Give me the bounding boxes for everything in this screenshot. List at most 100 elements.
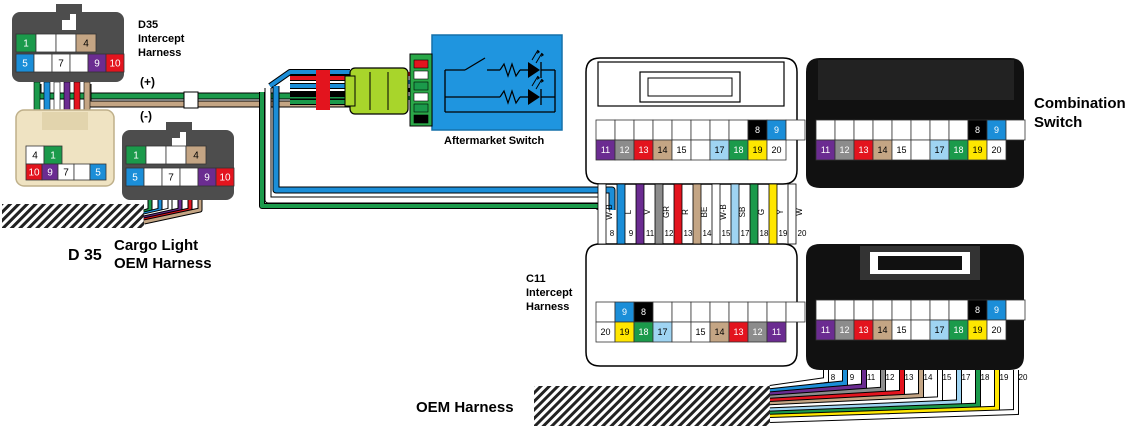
d35-jumper-wire (43, 81, 51, 113)
oem-harness-sleeve (534, 386, 770, 426)
c11a-pins-pin-number: 13 (638, 145, 648, 155)
d35c-pin-number: 4 (32, 151, 38, 162)
d35-jumper-wire (73, 81, 81, 113)
cs2-pins-pin: 13 (853, 319, 874, 341)
c11b-pin-number: 17 (657, 327, 667, 337)
d35b-pin-number: 9 (204, 173, 210, 184)
d35b-pin-number: 5 (132, 173, 138, 184)
cs2-pins-pin (853, 299, 874, 321)
wire-number: 20 (798, 229, 807, 238)
c11b-pin-number: 12 (752, 327, 762, 337)
cs2-pins-pin: 20 (986, 319, 1007, 341)
cs2-pins-pin-number: 20 (991, 325, 1001, 335)
d35b-pin (143, 167, 163, 187)
cs1-pins-pin: 9 (986, 119, 1007, 141)
c11a-pins-pin (614, 119, 635, 141)
d35a-pin (55, 33, 77, 53)
d35c-pin-number: 7 (63, 168, 69, 179)
d35c-pin-number: 9 (47, 168, 53, 179)
c11b-pin: 19 (614, 321, 635, 343)
green-route (260, 92, 600, 208)
d35-jumper-wire (63, 81, 71, 113)
c11-wire: W-B15 (711, 183, 731, 245)
c11a-pins-pin-number: 9 (774, 125, 779, 135)
cs2-pins-pin-number: 8 (975, 305, 980, 315)
c11b-pin (785, 301, 806, 323)
cs2-pins-pin-number: 12 (839, 325, 849, 335)
oem-wire: 14 (769, 370, 933, 407)
c11a-pins-pin (728, 119, 749, 141)
cs1-pins-pin (853, 119, 874, 141)
d35a-pin: 10 (105, 53, 125, 73)
c11b-pin: 18 (633, 321, 654, 343)
d35a-pin: 9 (87, 53, 107, 73)
d35a-pin-number: 10 (109, 59, 121, 70)
d35a-pin (69, 53, 89, 73)
d35a-pin: 4 (75, 33, 97, 53)
cs2-pins-pin: 9 (986, 299, 1007, 321)
cs1-pins-pin-number: 9 (994, 125, 999, 135)
oem-wire: 12 (769, 370, 895, 401)
d35-oem-harness-sleeve (2, 204, 144, 228)
combination-switch-label-2: Switch (1034, 114, 1082, 131)
cargo-light-label-1: Cargo Light (114, 237, 198, 254)
cs1-pins-pin-number: 19 (972, 145, 982, 155)
cs1-pins-pin (891, 119, 912, 141)
c11a-pins-pin: 19 (747, 139, 768, 161)
splice (183, 91, 199, 109)
d35b-pin (165, 145, 187, 165)
c11b-pin: 12 (747, 321, 768, 343)
d35-intercept-label-3: Harness (138, 47, 181, 59)
oem-wire-number: 14 (924, 373, 933, 382)
c11b-pin: 14 (709, 321, 730, 343)
d35c-pin: 4 (25, 145, 45, 165)
c11-wire: V11 (635, 183, 655, 245)
wire-code: W-B (719, 204, 728, 219)
c11b-pin (595, 301, 616, 323)
c11a-pins-pin-number: 20 (771, 145, 781, 155)
oem-wire: 17 (769, 370, 971, 414)
cs2-pins-pin (815, 299, 836, 321)
oem-wire-number: 13 (905, 373, 914, 382)
c11a-pins-pin-number: 17 (714, 145, 724, 155)
c11a-pins-pin (671, 119, 692, 141)
cs1-pins-pin-number: 13 (858, 145, 868, 155)
oem-wire-number: 9 (850, 373, 855, 382)
cs1-pins-pin: 20 (986, 139, 1007, 161)
c11a-pins-pin (595, 119, 616, 141)
c11a-pins-pin (709, 119, 730, 141)
d35b-pin: 9 (197, 167, 217, 187)
c11-label-1: C11 (526, 273, 546, 285)
c11b-pin-number: 14 (714, 327, 724, 337)
cs1-pins-pin: 11 (815, 139, 836, 161)
oem-wire-number: 17 (962, 373, 971, 382)
cs1-pins-pin: 18 (948, 139, 969, 161)
c11a-pins-pin: 20 (766, 139, 787, 161)
c11b-pin (652, 301, 673, 323)
oem-wire: 8 (769, 370, 836, 391)
cs1-pins-pin: 19 (967, 139, 988, 161)
d35a-pin: 1 (15, 33, 37, 53)
cs1-pins-pin (910, 119, 931, 141)
cs1-pins-pin-number: 18 (953, 145, 963, 155)
d35c-pin: 7 (57, 163, 75, 181)
c11b-pin: 9 (614, 301, 635, 323)
d35c-pin (73, 163, 91, 181)
c11-wire: W-B8 (597, 183, 615, 245)
c11a-pins-pin: 18 (728, 139, 749, 161)
cs2-pins-pin: 19 (967, 319, 988, 341)
wire-number: 14 (703, 229, 712, 238)
cs1-pins-pin-number: 12 (839, 145, 849, 155)
cs2-pins-pin: 15 (891, 319, 912, 341)
wire-code: R (681, 209, 690, 215)
c11a-pins-pin (785, 119, 806, 141)
oem-wire-number: 12 (886, 373, 895, 382)
cs1-pins-pin-number: 15 (896, 145, 906, 155)
combination-switch-label-1: Combination (1034, 95, 1126, 112)
aftermarket-switch (409, 34, 563, 131)
